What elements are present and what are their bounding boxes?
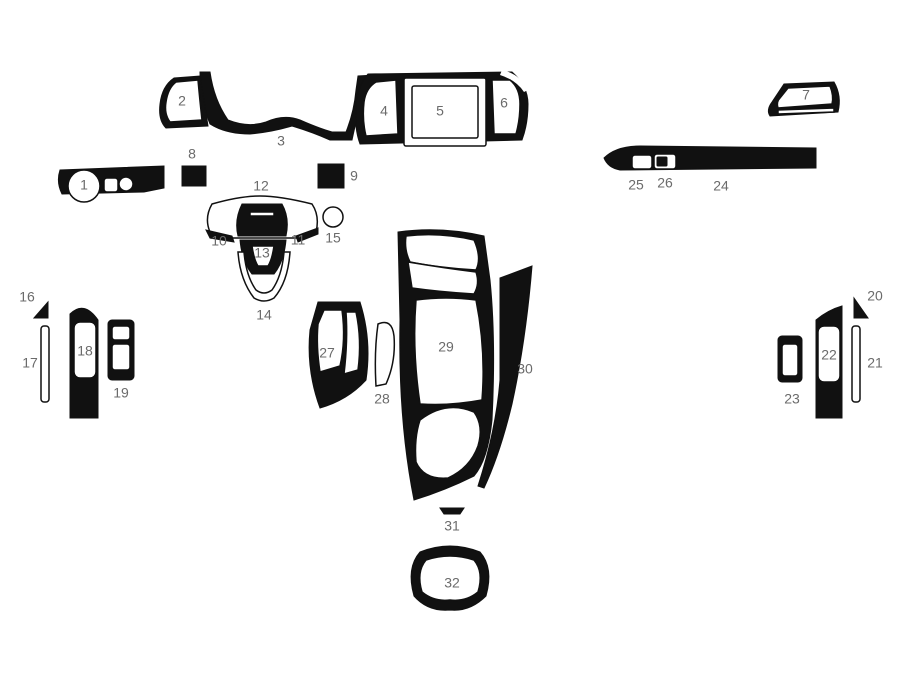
label-8: 8: [188, 146, 196, 162]
piece-25: [631, 154, 653, 170]
label-29: 29: [438, 339, 454, 355]
label-32: 32: [444, 575, 460, 591]
piece-5: [403, 77, 487, 147]
piece-32: [410, 545, 490, 611]
piece-28: [374, 321, 396, 387]
piece-26: [653, 153, 677, 170]
label-24: 24: [713, 178, 729, 194]
labels: 1 2 3 4 5 6 7 8 9 10 11 12 13 14 15 16 1…: [19, 87, 883, 591]
label-15: 15: [325, 230, 341, 246]
label-30: 30: [517, 361, 533, 377]
piece-9: [317, 163, 345, 189]
label-11: 11: [291, 232, 306, 248]
piece-14: [237, 251, 291, 302]
label-20: 20: [867, 288, 883, 304]
label-23: 23: [784, 391, 800, 407]
piece-7: [767, 81, 840, 117]
piece-6: [491, 79, 521, 135]
label-16: 16: [19, 289, 35, 305]
piece-20: [853, 296, 869, 319]
label-2: 2: [178, 93, 186, 109]
piece-18: [69, 307, 99, 419]
label-31: 31: [444, 518, 460, 534]
label-14: 14: [256, 307, 272, 323]
piece-31: [439, 507, 465, 515]
label-6: 6: [500, 95, 508, 111]
label-3: 3: [277, 133, 285, 149]
label-21: 21: [867, 355, 883, 371]
piece-21: [851, 325, 861, 403]
label-17: 17: [22, 355, 38, 371]
steering-hub: [236, 203, 288, 237]
piece-15: [322, 206, 344, 228]
piece-10: [205, 229, 235, 243]
label-12: 12: [253, 178, 269, 194]
piece-11: [295, 227, 319, 243]
piece-19: [107, 319, 135, 381]
label-7: 7: [802, 87, 810, 103]
piece-23: [777, 335, 803, 383]
label-10: 10: [211, 233, 227, 249]
piece-27: [308, 301, 369, 409]
label-5: 5: [436, 103, 444, 119]
piece-16: [32, 300, 49, 319]
label-9: 9: [350, 168, 358, 184]
piece-4: [362, 79, 399, 137]
label-27: 27: [319, 345, 335, 361]
label-19: 19: [113, 385, 129, 401]
label-13: 13: [254, 245, 270, 261]
piece-22: [815, 305, 843, 419]
piece-29: [397, 229, 495, 501]
piece-17: [40, 325, 50, 403]
label-22: 22: [821, 347, 837, 363]
piece-1: [57, 165, 165, 203]
label-28: 28: [374, 391, 390, 407]
label-18: 18: [77, 343, 93, 359]
label-1: 1: [80, 177, 88, 193]
piece-8: [181, 165, 207, 187]
label-26: 26: [657, 175, 673, 191]
piece-30: [477, 265, 533, 489]
label-25: 25: [628, 177, 644, 193]
label-4: 4: [380, 103, 388, 119]
piece-2: [159, 75, 209, 129]
